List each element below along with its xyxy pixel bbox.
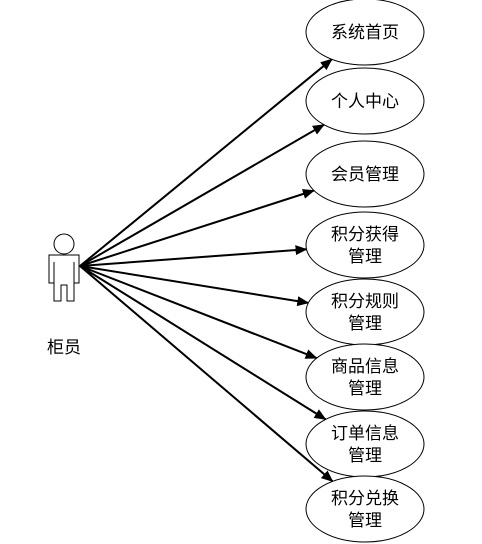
use-case-label: 积分兑换: [331, 489, 399, 509]
association-uc8: [79, 265, 334, 483]
use-case-ellipse: [305, 140, 425, 208]
use-cases: 系统首页个人中心会员管理积分获得管理积分规则管理商品信息管理订单信息管理积分兑换…: [305, 0, 425, 543]
association-uc6: [79, 265, 318, 360]
use-case-label: 订单信息: [331, 424, 399, 444]
use-case-label: 积分规则: [331, 292, 399, 312]
actor-label: 柜员: [47, 338, 81, 358]
use-case-uc3: 会员管理: [305, 140, 425, 208]
use-case-ellipse: [305, 0, 425, 66]
use-case-ellipse: [305, 410, 425, 478]
use-case-ellipse: [305, 475, 425, 543]
use-case-label: 管理: [348, 379, 382, 399]
use-case-label: 管理: [348, 247, 382, 267]
association-uc7: [79, 265, 327, 421]
association-lines: [79, 58, 334, 483]
use-case-label: 管理: [348, 446, 382, 466]
use-case-ellipse: [305, 278, 425, 346]
association-uc1: [79, 58, 333, 267]
use-case-ellipse: [305, 67, 425, 135]
use-case-label: 积分获得: [331, 225, 399, 245]
use-case-label: 会员管理: [331, 165, 399, 185]
use-case-uc1: 系统首页: [305, 0, 425, 66]
association-uc5: [79, 265, 310, 307]
association-uc4: [79, 245, 308, 267]
association-uc3: [79, 189, 315, 267]
association-uc2: [79, 123, 325, 267]
use-case-ellipse: [305, 211, 425, 279]
actor-head: [53, 233, 75, 255]
actor-cashier: 柜员: [47, 233, 81, 358]
use-case-label: 管理: [348, 314, 382, 334]
use-case-uc2: 个人中心: [305, 67, 425, 135]
use-case-label: 管理: [348, 511, 382, 531]
use-case-label: 系统首页: [331, 23, 399, 43]
use-case-label: 商品信息: [331, 357, 399, 377]
use-case-label: 个人中心: [331, 92, 399, 112]
use-case-ellipse: [305, 343, 425, 411]
